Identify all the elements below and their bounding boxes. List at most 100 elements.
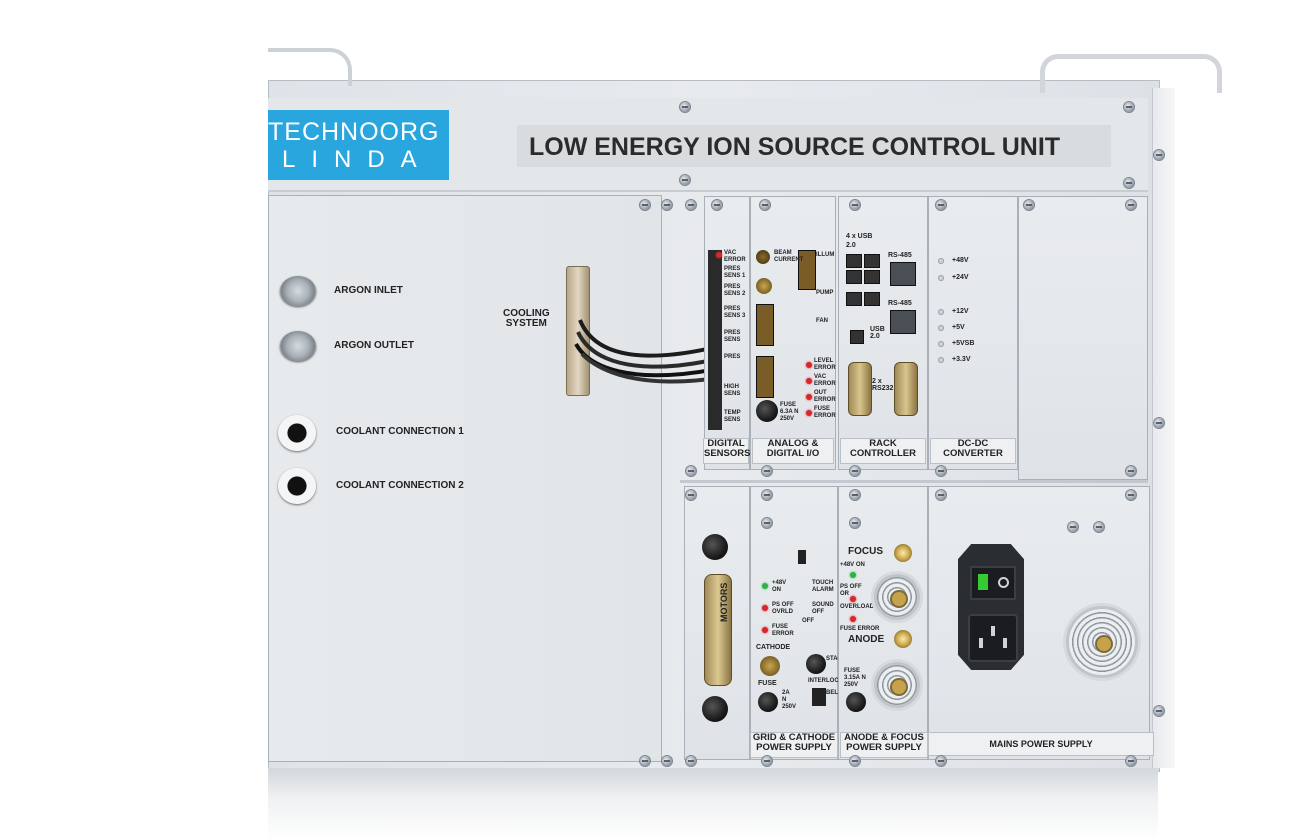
- af-fuse-holder[interactable]: [846, 692, 866, 712]
- usb-b-port[interactable]: [850, 330, 864, 344]
- screw: [850, 490, 860, 500]
- coolant-connection-2[interactable]: [278, 468, 316, 504]
- focus-bnc-connector[interactable]: [894, 544, 912, 562]
- io-label-fan: FAN: [816, 318, 828, 324]
- digital-sensors-plate: DIGITAL SENSORS: [703, 438, 750, 464]
- grid-fuse-rating: 2A N 250V: [782, 690, 797, 710]
- rail-led-5v: [938, 325, 944, 331]
- rs485-port-1[interactable]: [890, 262, 916, 286]
- ds-label-4: PRES SENS: [724, 330, 741, 343]
- analog-io-plate: ANALOG & DIGITAL I/O: [752, 438, 834, 464]
- ds-label-5: PRES: [724, 354, 741, 360]
- cooling-connector-io[interactable]: [756, 278, 772, 294]
- rs485-label-2: RS-485: [888, 300, 912, 307]
- rail-label-5v: +5V: [952, 324, 965, 331]
- sensor-connector-strip: [708, 250, 722, 430]
- anode-focus-plate: ANODE & FOCUS POWER SUPPLY: [840, 732, 928, 758]
- screw: [760, 200, 770, 210]
- screw: [850, 518, 860, 528]
- screw: [686, 490, 696, 500]
- focus-label: FOCUS: [848, 546, 883, 557]
- screw: [1154, 418, 1164, 428]
- socket-pin: [991, 626, 995, 636]
- io-label-fuse-error: FUSE ERROR: [814, 406, 836, 419]
- coolant-connection-1[interactable]: [278, 415, 316, 451]
- io-terminal-1[interactable]: [798, 250, 816, 290]
- power-switch-on-indicator: [978, 574, 988, 590]
- bellow-switch[interactable]: [812, 688, 826, 706]
- usb-header-label: 4 x USB 2.0: [846, 233, 873, 249]
- anode-label: ANODE: [848, 634, 885, 645]
- screw: [662, 756, 672, 766]
- screw: [762, 466, 772, 476]
- io-terminal-3[interactable]: [756, 356, 774, 398]
- left-handle[interactable]: [268, 48, 352, 86]
- screw: [662, 200, 672, 210]
- usb-port-2[interactable]: [864, 254, 880, 268]
- mains-power-switch[interactable]: [970, 566, 1016, 600]
- argon-outlet-fitting[interactable]: [280, 331, 316, 361]
- screw: [1126, 200, 1136, 210]
- io-terminal-2[interactable]: [756, 304, 774, 346]
- cooling-system-label: COOLING SYSTEM: [503, 308, 550, 329]
- screw: [686, 756, 696, 766]
- io-fuse-holder[interactable]: [756, 400, 778, 422]
- out-error-led: [806, 394, 812, 400]
- rail-led-5vsb: [938, 341, 944, 347]
- screw: [762, 490, 772, 500]
- rack-controller-plate: RACK CONTROLLER: [840, 438, 926, 464]
- usb-port-5[interactable]: [846, 292, 862, 306]
- argon-inlet-fitting[interactable]: [280, 276, 316, 306]
- rs232-port-2[interactable]: [894, 362, 918, 416]
- usb-port-1[interactable]: [846, 254, 862, 268]
- usb-port-3[interactable]: [846, 270, 862, 284]
- io-label-beam: BEAM CURRENT: [774, 250, 804, 263]
- screw: [762, 518, 772, 528]
- io-label-level-error: LEVEL ERROR: [814, 358, 836, 371]
- grid-off-label: OFF: [802, 618, 814, 624]
- grid-ps-off-label: PS OFF OVRLD: [772, 602, 794, 615]
- usb-port-6[interactable]: [864, 292, 880, 306]
- io-fuse-label: FUSE 6.3A N 250V: [780, 402, 799, 422]
- rs232-port-1[interactable]: [848, 362, 872, 416]
- screw: [1124, 102, 1134, 112]
- rail-led-12v: [938, 309, 944, 315]
- screw: [686, 200, 696, 210]
- screw: [936, 466, 946, 476]
- motors-port-top[interactable]: [702, 534, 728, 560]
- grid-stage-label: STAGE: [826, 656, 847, 662]
- left-panel: [268, 195, 662, 762]
- cathode-connector[interactable]: [760, 656, 780, 676]
- screw: [850, 466, 860, 476]
- motors-dsub-connector[interactable]: [704, 574, 732, 686]
- argon-inlet-label: ARGON INLET: [334, 285, 403, 296]
- right-handle[interactable]: [1040, 54, 1222, 93]
- af-fuse-error-label: FUSE ERROR: [840, 626, 880, 632]
- screw: [936, 490, 946, 500]
- rail-label-5vsb: +5VSB: [952, 340, 975, 347]
- grid-fuse-holder[interactable]: [758, 692, 778, 712]
- ds-label-3: PRES SENS 3: [724, 306, 746, 319]
- io-label-pump: PUMP: [816, 290, 834, 296]
- af-ps-off-label: PS OFF OR: [840, 584, 862, 597]
- ds-label-6: HIGH SENS: [724, 384, 741, 397]
- focus-hv-connector[interactable]: [874, 574, 920, 620]
- motors-port-bottom[interactable]: [702, 696, 728, 722]
- grid-sound-switch[interactable]: [798, 550, 806, 564]
- anode-bnc-connector[interactable]: [894, 630, 912, 648]
- grid-fuse-error-led: [762, 627, 768, 633]
- mains-socket[interactable]: [968, 614, 1018, 662]
- af-on-label: +48V ON: [840, 562, 865, 568]
- motors-label: MOTORS: [719, 582, 729, 622]
- stage-interlock-knob[interactable]: [806, 654, 826, 674]
- anode-hv-connector[interactable]: [874, 662, 920, 708]
- rs485-port-2[interactable]: [890, 310, 916, 334]
- screw: [1154, 706, 1164, 716]
- rs485-label-1: RS-485: [888, 252, 912, 259]
- screw: [680, 102, 690, 112]
- rs232-label: 2 x RS232: [872, 378, 894, 392]
- screw: [640, 756, 650, 766]
- usb-port-4[interactable]: [864, 270, 880, 284]
- beam-current-connector[interactable]: [756, 250, 770, 264]
- grid-on-label: +48V ON: [772, 580, 787, 593]
